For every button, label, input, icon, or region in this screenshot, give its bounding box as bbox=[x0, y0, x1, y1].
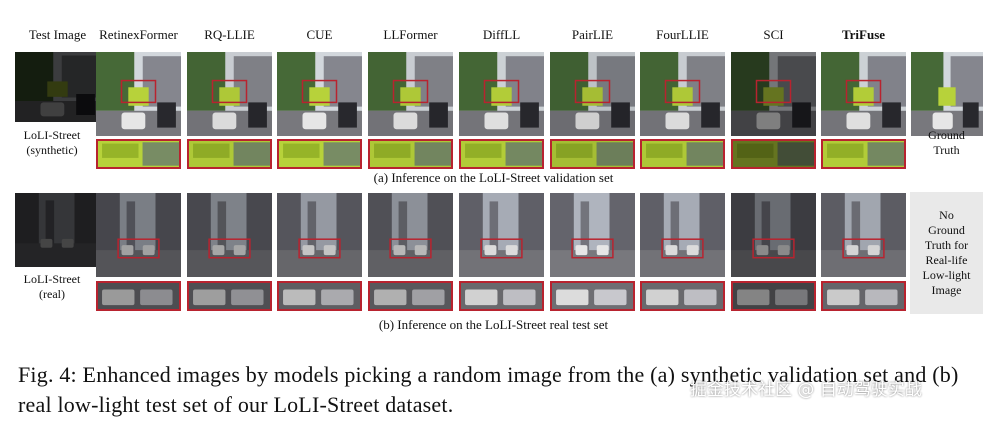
label-line: Low-light bbox=[922, 268, 971, 282]
enhanced-image bbox=[640, 52, 725, 136]
enhanced-image bbox=[96, 193, 181, 277]
watermark: 掘金技术社区 @ 自动驾驶实战 bbox=[690, 380, 922, 400]
method-header: PairLIE bbox=[571, 27, 614, 42]
figure-caption: Fig. 4: Enhanced images by models pickin… bbox=[18, 362, 959, 417]
zoom-crop bbox=[368, 281, 453, 311]
label-line: Real-life bbox=[925, 253, 968, 267]
enhanced-image bbox=[731, 193, 816, 277]
label-line: Truth for bbox=[924, 238, 969, 252]
enhanced-image bbox=[277, 52, 362, 136]
zoom-crop bbox=[640, 281, 725, 311]
enhanced-image bbox=[550, 193, 635, 277]
zoom-crop bbox=[731, 139, 816, 169]
enhanced-image bbox=[821, 52, 906, 136]
label-line: No bbox=[939, 208, 954, 222]
label-line: LoLI-Street bbox=[23, 272, 81, 286]
zoom-crop bbox=[96, 281, 181, 311]
enhanced-image bbox=[459, 52, 544, 136]
zoom-crop bbox=[640, 139, 725, 169]
label-line: (synthetic) bbox=[26, 143, 78, 157]
enhanced-image bbox=[187, 52, 272, 136]
enhanced-image bbox=[459, 193, 544, 277]
label-line: (real) bbox=[39, 287, 65, 301]
zoom-crop bbox=[277, 281, 362, 311]
enhanced-image bbox=[821, 193, 906, 277]
enhanced-image bbox=[550, 52, 635, 136]
zoom-crop bbox=[187, 281, 272, 311]
method-header: RetinexFormer bbox=[99, 27, 178, 42]
enhanced-image bbox=[640, 193, 725, 277]
label-line: Ground bbox=[928, 128, 965, 142]
zoom-crop bbox=[459, 139, 544, 169]
enhanced-image bbox=[368, 193, 453, 277]
zoom-crop bbox=[187, 139, 272, 169]
method-header: RQ-LLIE bbox=[204, 27, 255, 42]
enhanced-image bbox=[187, 193, 272, 277]
label-line: Truth bbox=[933, 143, 960, 157]
enhanced-image bbox=[96, 52, 181, 136]
enhanced-image bbox=[277, 193, 362, 277]
method-header: SCI bbox=[763, 27, 784, 42]
zoom-crop bbox=[550, 281, 635, 311]
enhanced-image bbox=[368, 52, 453, 136]
label-line: LoLI-Street bbox=[23, 128, 81, 142]
row-b-left-label: LoLI-Street(real) bbox=[14, 272, 90, 302]
zoom-crop bbox=[368, 139, 453, 169]
zoom-crop bbox=[731, 281, 816, 311]
ground-truth-image bbox=[911, 52, 983, 136]
method-header: LLFormer bbox=[383, 27, 438, 42]
zoom-crop bbox=[459, 281, 544, 311]
label-line: Ground bbox=[928, 223, 965, 237]
zoom-crop bbox=[821, 281, 906, 311]
method-header: CUE bbox=[306, 27, 333, 42]
method-header: FourLLIE bbox=[656, 27, 709, 42]
row-b-caption: (b) Inference on the LoLI-Street real te… bbox=[378, 317, 609, 332]
method-header: Test Image bbox=[28, 27, 87, 42]
zoom-crop bbox=[550, 139, 635, 169]
zoom-crop bbox=[277, 139, 362, 169]
row-a-left-label: LoLI-Street(synthetic) bbox=[14, 128, 90, 158]
method-header: TriFuse bbox=[841, 27, 886, 42]
test-image bbox=[15, 193, 100, 267]
zoom-crop bbox=[96, 139, 181, 169]
row-a-caption: (a) Inference on the LoLI-Street validat… bbox=[373, 170, 614, 185]
zoom-crop bbox=[821, 139, 906, 169]
method-header: DiffLL bbox=[482, 27, 521, 42]
test-image bbox=[15, 52, 100, 122]
enhanced-image bbox=[731, 52, 816, 136]
label-line: Image bbox=[931, 283, 962, 297]
